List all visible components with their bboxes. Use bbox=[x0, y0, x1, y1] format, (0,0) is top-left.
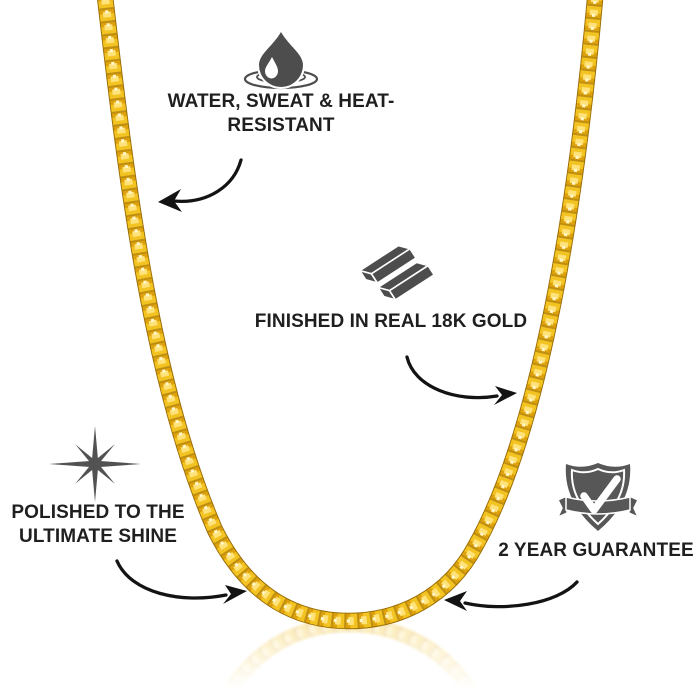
shield-check-icon bbox=[556, 463, 640, 531]
polished-shine-label-line2: ULTIMATE SHINE bbox=[19, 526, 177, 547]
callout-18k-gold-finish: FINISHED IN REAL 18K GOLD bbox=[241, 310, 541, 334]
arrow-polish-to-chain bbox=[115, 559, 247, 604]
water-drop-ripple-icon bbox=[243, 27, 319, 90]
water-resistant-label-line1: WATER, SWEAT & HEAT- bbox=[167, 91, 395, 112]
chain-reflection bbox=[104, 625, 596, 700]
water-resistant-label-line2: RESISTANT bbox=[227, 115, 335, 136]
arrow-guarantee-to-chain bbox=[444, 580, 579, 611]
guarantee-label: 2 YEAR GUARANTEE bbox=[498, 540, 694, 561]
callout-arrows bbox=[115, 158, 579, 611]
polished-shine-label-line1: POLISHED TO THE bbox=[11, 502, 185, 523]
gold-finish-label: FINISHED IN REAL 18K GOLD bbox=[254, 311, 528, 332]
arrow-water-to-chain bbox=[158, 158, 243, 212]
callout-2-year-guarantee: 2 YEAR GUARANTEE bbox=[496, 539, 696, 563]
callout-water-resistant: WATER, SWEAT & HEAT- RESISTANT bbox=[131, 90, 431, 138]
arrow-finish-to-chain bbox=[405, 355, 517, 405]
sparkle-star-icon bbox=[49, 426, 141, 502]
callout-polished-shine: POLISHED TO THE ULTIMATE SHINE bbox=[5, 501, 191, 549]
gold-bars-icon bbox=[359, 244, 435, 301]
